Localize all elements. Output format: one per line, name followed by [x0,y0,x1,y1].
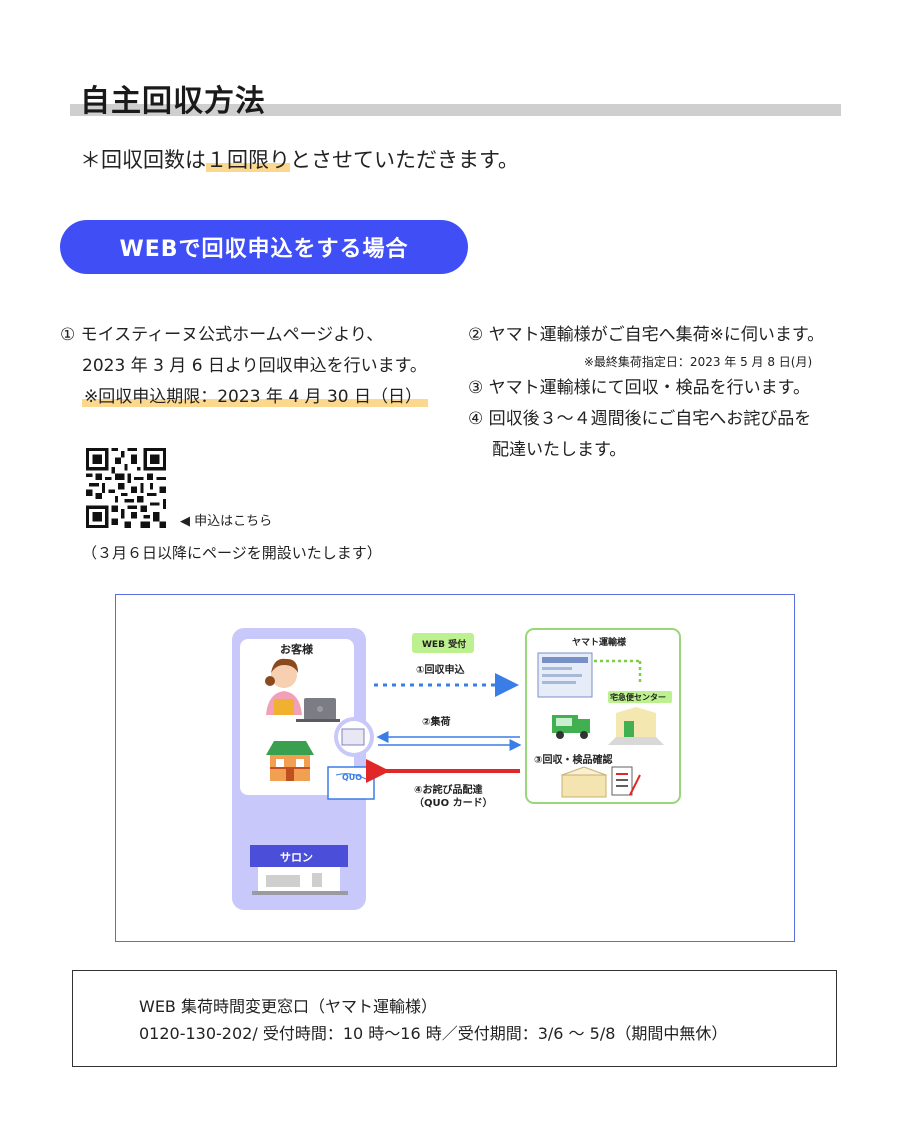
yamato-label: ヤマト運輸様 [572,638,627,648]
collection-flow-diagram: お客様 サロン WEB 受付 ヤマト運輸様 宅急便センター ①回収申込 ②集荷 … [115,594,795,942]
truck-icon [552,715,590,739]
step2: ② ヤマト運輸様がご自宅へ集荷※に伺います。 [468,325,825,345]
web-badge-label: WEB 受付 [422,640,467,650]
center-label-box [608,691,672,703]
collection-limit-note: ＊回収回数は１回限りとさせていただきます。 [80,144,519,174]
box-icon [560,766,608,798]
contact-title: WEB 集荷時間変更窓口（ヤマト運輸様） [139,997,437,1016]
qr-code-icon[interactable] [86,448,166,528]
flow2-label: ②集荷 [422,717,451,728]
customer-person-icon [265,658,302,715]
quo-card-icon [327,766,375,800]
flow4-quo-label: （QUO カード） [414,798,493,809]
note-highlight: １回限り [206,148,290,172]
deadline-note: ※回収申込期限：2023 年 4 月 30 日（日） [82,387,428,407]
salon-label: サロン [280,851,313,864]
flow-diagram-graphics [232,628,681,910]
web-application-heading: WEBで回収申込をする場合 [60,220,468,274]
house-icon [266,741,314,781]
qr-page-open-note: （３月６日以降にページを開設いたします） [82,544,382,562]
laptop-icon [296,698,340,722]
qr-apply-label[interactable]: ◀ 申込はこちら [180,514,273,529]
flow3-label: ③回収・検品確認 [534,755,613,766]
web-badge-box [412,633,474,653]
step3: ③ ヤマト運輸様にて回収・検品を行います。 [468,378,810,398]
customer-label: お客様 [280,643,313,656]
contact-box: WEB 集荷時間変更窓口（ヤマト運輸様） 0120-130-202/ 受付時間：… [72,970,837,1067]
step4-line1: ④ 回収後３～４週間後にご自宅へお詫び品を [468,409,812,429]
step4-line2: 配達いたします。 [492,440,627,460]
left-steps: ① モイスティーヌ公式ホームページより、 2023 年 3 月 6 日より回収申… [60,320,428,413]
step2-pickup-note: ※最終集荷指定日：2023 年 5 月 8 日(月) [583,355,813,369]
step1-line2: 2023 年 3 月 6 日より回収申込を行います。 [82,356,427,376]
note-suffix: とさせていただきます。 [290,148,519,172]
package-icon [334,717,374,757]
step1-line1: ① モイスティーヌ公式ホームページより、 [60,325,384,345]
delivery-center-icon [608,707,664,745]
title-underline-bar [70,104,841,116]
note-prefix: ＊回収回数は [80,148,206,172]
web-screen-icon [537,652,593,698]
delivery-center-label: 宅急便センター [610,693,666,702]
salon-building-icon [250,845,348,895]
right-steps: ② ヤマト運輸様がご自宅へ集荷※に伺います。 ※最終集荷指定日：2023 年 5… [468,320,824,466]
page-title: 自主回収方法 [80,84,266,119]
checklist-icon [611,766,641,796]
flow4-label: ④お詫び品配達 [414,785,483,796]
flow1-label: ①回収申込 [416,665,465,676]
contact-details: 0120-130-202/ 受付時間：10 時～16 時／受付期間：3/6 ～ … [139,1024,728,1043]
quo-card-text: QUO [342,773,363,782]
